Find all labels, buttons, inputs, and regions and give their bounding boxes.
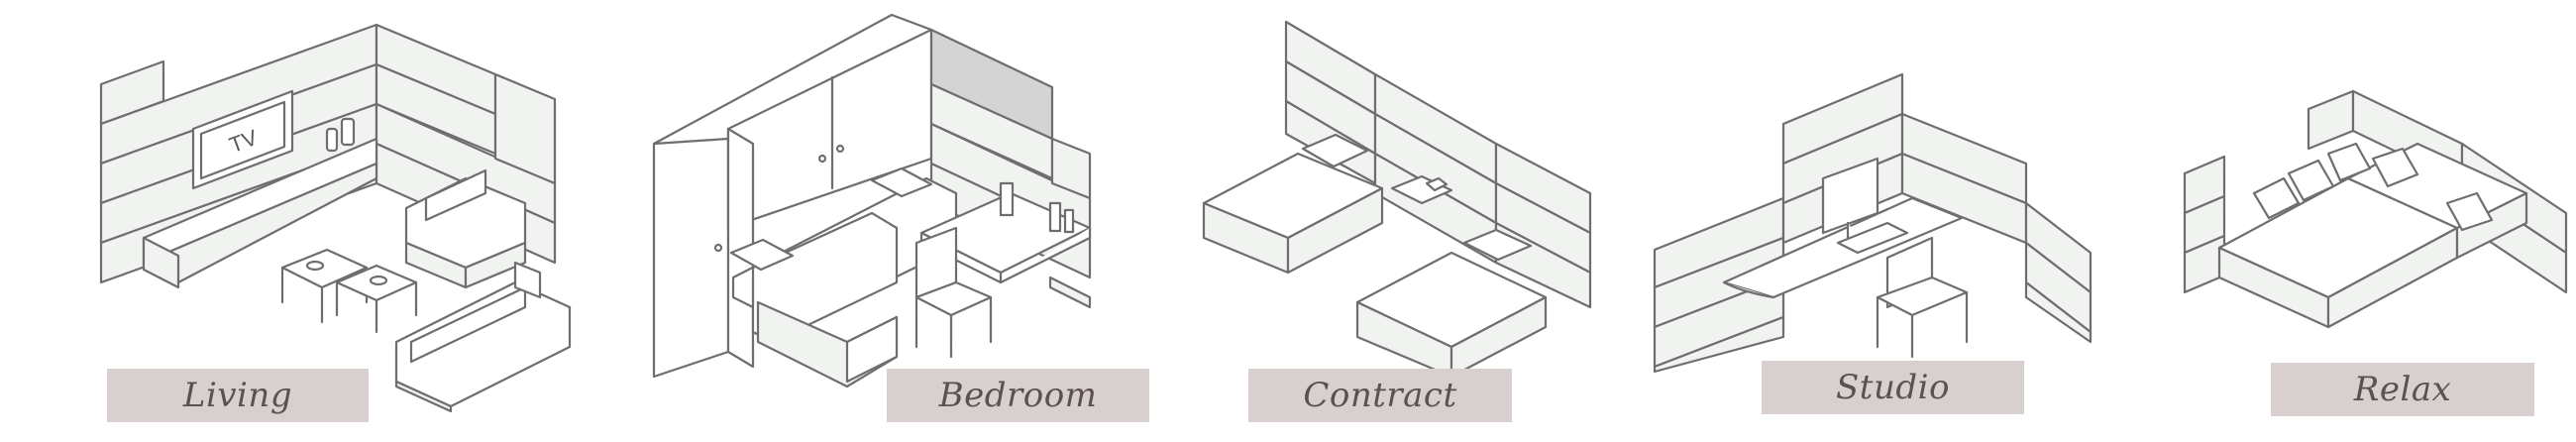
vases (325, 117, 356, 153)
contract-wall (1284, 20, 1592, 309)
studio-wall (1653, 72, 2093, 374)
label-bedroom: Bedroom (887, 369, 1149, 422)
label-living: Living (107, 369, 369, 422)
wardrobe (652, 13, 933, 379)
media-console (142, 137, 378, 289)
relax-illustration (2183, 89, 2568, 329)
bedroom-chair (914, 226, 993, 359)
contract-bed-right (1355, 228, 1548, 379)
label-living-text: Living (182, 376, 293, 415)
studio-illustration (1653, 72, 2093, 374)
label-relax-text: Relax (2353, 370, 2452, 409)
contract-bed-left (1202, 133, 1384, 275)
bed (731, 176, 958, 388)
tv: TV (191, 89, 294, 190)
living-illustration: TV (99, 23, 572, 413)
studio-chair (1876, 236, 1969, 359)
label-contract-text: Contract (1303, 376, 1457, 415)
cushions (2252, 142, 2494, 232)
label-relax: Relax (2271, 363, 2534, 416)
monitor (1821, 157, 1909, 255)
label-studio: Studio (1762, 361, 2024, 414)
bedroom-pillows (729, 166, 933, 272)
armchair (404, 168, 527, 289)
contract-illustration (1202, 20, 1592, 379)
relax-sofa (2217, 142, 2528, 329)
coffee-tables (280, 248, 418, 334)
bedroom-illustration (652, 13, 1092, 388)
label-contract: Contract (1248, 369, 1512, 422)
label-bedroom-text: Bedroom (938, 376, 1098, 415)
label-studio-text: Studio (1836, 368, 1950, 407)
sofa (394, 261, 572, 413)
nightstand (1390, 174, 1453, 205)
